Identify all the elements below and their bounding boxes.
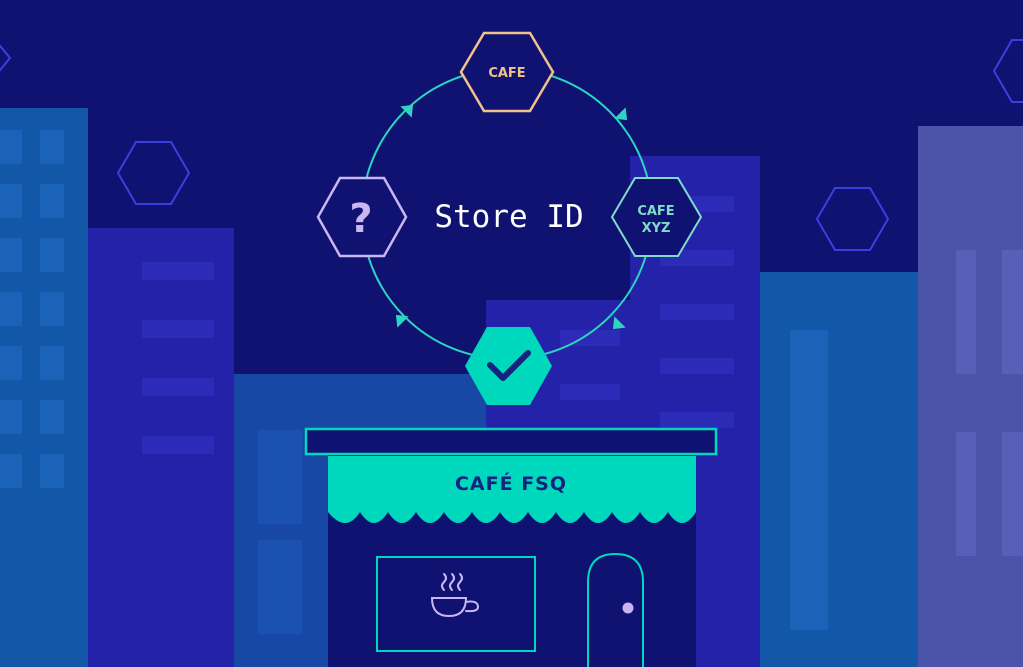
shop-window [376,556,536,652]
question-mark-icon: ? [349,196,372,242]
decor-hex-right [815,187,890,251]
building-right-mid-windows [790,330,828,630]
building-right-tall [918,126,1023,667]
awning [328,456,696,523]
building-right-tall-windows [956,250,1023,556]
hex-node-cafe-xyz: CAFE XYZ [610,177,703,257]
building-left-low-windows [258,430,302,634]
center-title: Store ID [434,199,583,235]
decor-hex-right-edge [992,39,1023,103]
hex-node-cafe-xyz-line1: CAFE [637,204,674,219]
door-icon [587,552,644,667]
door-knob [622,602,634,614]
coffee-cup-icon [430,573,480,618]
hex-node-cafe-xyz-line2: XYZ [642,221,671,236]
decor-hex-left [116,141,191,205]
cycle-arrow-top-right [614,107,628,121]
hex-node-cafe: CAFE [459,31,555,113]
hex-node-cafe-xyz-shape [610,177,703,257]
storefront: CAFÉ FSQ [304,427,718,667]
building-left-mid-stripes [142,262,214,454]
decor-hex-left-edge [0,44,12,72]
decorative-hexagons [0,39,1023,251]
cycle-arrow-bottom-left [395,314,409,328]
hex-node-verified [465,327,552,405]
hex-node-cafe-shape [459,31,555,113]
hex-node-unknown-shape [316,176,408,258]
cycle-arrow-bottom-right [612,316,626,330]
building-right-mid [760,272,920,667]
hex-node-cafe-label: CAFE [488,66,525,81]
hex-node-verified-shape [465,327,552,405]
building-left-windows [0,130,64,488]
cycle-arrow-top-left [400,104,414,118]
store-sign: CAFÉ FSQ [455,472,567,495]
checkmark-icon [487,350,531,381]
awning-rail [304,427,718,456]
hex-node-unknown: ? [316,176,408,258]
